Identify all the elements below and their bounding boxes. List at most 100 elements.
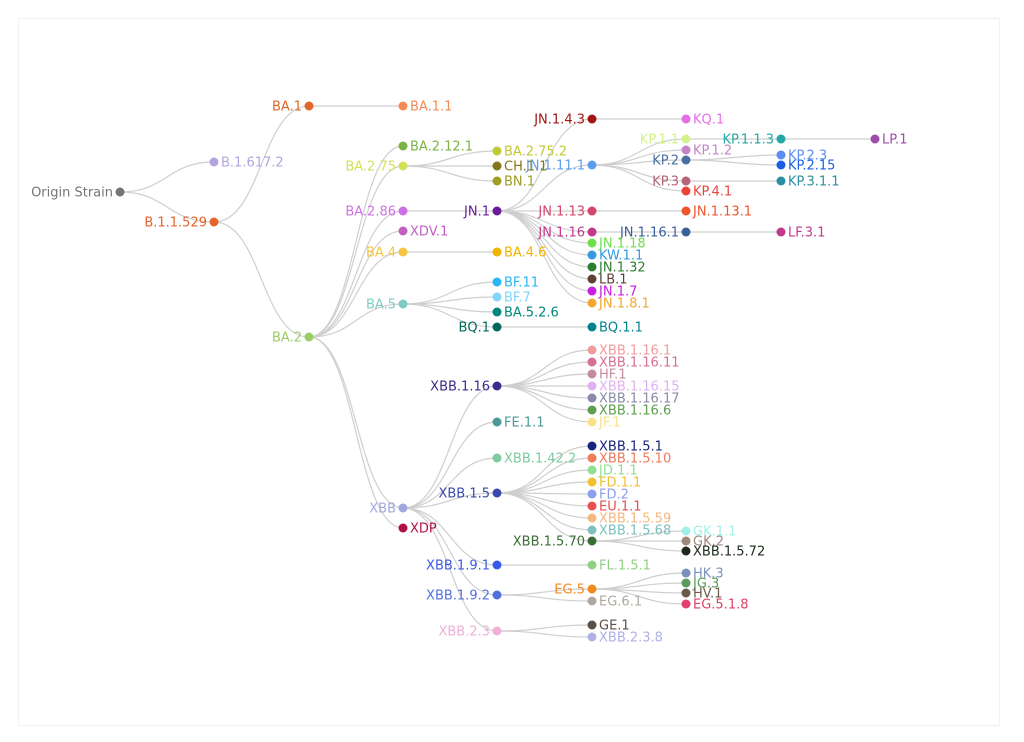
node-bf-11[interactable]: BF.11 <box>492 276 539 291</box>
node-kp-1-1-3[interactable]: KP.1.1.3 <box>722 133 786 148</box>
node-ba-1-1[interactable]: BA.1.1 <box>398 100 453 115</box>
node-xbb-1-5-10[interactable]: XBB.1.5.10 <box>587 452 672 467</box>
node-b-1-617-2[interactable]: B.1.617.2 <box>209 156 284 171</box>
node-dot[interactable] <box>587 274 597 284</box>
node-dot[interactable] <box>492 161 502 171</box>
node-hk-3[interactable]: HK.3 <box>681 567 724 582</box>
node-dot[interactable] <box>587 298 597 308</box>
node-dot[interactable] <box>587 238 597 248</box>
node-xbb-1-5-59[interactable]: XBB.1.5.59 <box>587 512 672 527</box>
node-hf-1[interactable]: HF.1 <box>587 368 627 383</box>
node-dot[interactable] <box>681 134 691 144</box>
node-dot[interactable] <box>587 322 597 332</box>
node-ge-1[interactable]: GE.1 <box>587 619 630 634</box>
node-dot[interactable] <box>209 217 219 227</box>
node-gk-1-1[interactable]: GK.1.1 <box>681 525 737 540</box>
node-xbb-1-16[interactable]: XBB.1.16 <box>430 380 502 395</box>
node-dot[interactable] <box>681 227 691 237</box>
node-jn-1-13[interactable]: JN.1.13 <box>537 205 597 220</box>
node-dot[interactable] <box>776 176 786 186</box>
node-ba-4[interactable]: BA.4 <box>366 246 408 261</box>
node-dot[interactable] <box>492 417 502 427</box>
node-dot[interactable] <box>587 632 597 642</box>
node-dot[interactable] <box>681 176 691 186</box>
node-kw-1-1[interactable]: KW.1.1 <box>587 249 644 264</box>
node-jd-1-1[interactable]: JD.1.1 <box>587 464 638 479</box>
node-jn-1-4-3[interactable]: JN.1.4.3 <box>533 113 597 128</box>
node-dot[interactable] <box>492 277 502 287</box>
node-dot[interactable] <box>587 477 597 487</box>
node-ba-5-2-6[interactable]: BA.5.2.6 <box>492 306 559 321</box>
node-dot[interactable] <box>587 417 597 427</box>
node-jf-1[interactable]: JF.1 <box>587 416 621 431</box>
node-dot[interactable] <box>492 146 502 156</box>
node-dot[interactable] <box>587 393 597 403</box>
node-dot[interactable] <box>587 286 597 296</box>
node-kp-4-1[interactable]: KP.4.1 <box>681 185 733 200</box>
node-dot[interactable] <box>587 227 597 237</box>
node-dot[interactable] <box>587 114 597 124</box>
node-kp-3[interactable]: KP.3 <box>652 175 691 190</box>
node-eg-5[interactable]: EG.5 <box>554 583 597 598</box>
node-fl-1-5-1[interactable]: FL.1.5.1 <box>587 559 651 574</box>
node-dot[interactable] <box>587 160 597 170</box>
node-fe-1-1[interactable]: FE.1.1 <box>492 416 545 431</box>
node-dot[interactable] <box>587 441 597 451</box>
node-jn-1-16-1[interactable]: JN.1.16.1 <box>619 226 691 241</box>
node-dot[interactable] <box>587 501 597 511</box>
node-xdv-1[interactable]: XDV.1 <box>398 225 449 240</box>
node-xbb-2-3[interactable]: XBB.2.3 <box>438 625 502 640</box>
node-jn-1-18[interactable]: JN.1.18 <box>587 237 646 252</box>
node-kp-2-3[interactable]: KP.2.3 <box>776 149 828 164</box>
node-dot[interactable] <box>681 568 691 578</box>
node-ba-2-86[interactable]: BA.2.86 <box>345 205 408 220</box>
node-bq-1-1[interactable]: BQ.1.1 <box>587 321 643 336</box>
node-dot[interactable] <box>587 596 597 606</box>
node-xbb-1-16-15[interactable]: XBB.1.16.15 <box>587 380 680 395</box>
node-xbb-1-9-2[interactable]: XBB.1.9.2 <box>426 589 502 604</box>
node-dot[interactable] <box>492 560 502 570</box>
node-dot[interactable] <box>398 523 408 533</box>
node-dot[interactable] <box>776 150 786 160</box>
node-lp-1[interactable]: LP.1 <box>870 133 908 148</box>
node-kp-1-2[interactable]: KP.1.2 <box>681 144 733 159</box>
node-dot[interactable] <box>870 134 880 144</box>
node-ba-2[interactable]: BA.2 <box>272 331 314 346</box>
node-xbb-2-3-8[interactable]: XBB.2.3.8 <box>587 631 663 646</box>
node-dot[interactable] <box>681 206 691 216</box>
node-dot[interactable] <box>587 489 597 499</box>
node-dot[interactable] <box>492 292 502 302</box>
node-fd-2[interactable]: FD.2 <box>587 488 629 503</box>
node-kq-1[interactable]: KQ.1 <box>681 113 725 128</box>
node-dot[interactable] <box>492 307 502 317</box>
node-dot[interactable] <box>398 226 408 236</box>
node-dot[interactable] <box>492 381 502 391</box>
node-xbb-1-16-11[interactable]: XBB.1.16.11 <box>587 356 680 371</box>
node-bq-1[interactable]: BQ.1 <box>458 321 502 336</box>
node-dot[interactable] <box>587 250 597 260</box>
node-dot[interactable] <box>681 526 691 536</box>
node-xbb[interactable]: XBB <box>369 502 408 517</box>
node-dot[interactable] <box>492 488 502 498</box>
node-lf-3-1[interactable]: LF.3.1 <box>776 226 826 241</box>
node-dot[interactable] <box>776 134 786 144</box>
node-dot[interactable] <box>492 322 502 332</box>
node-dot[interactable] <box>587 465 597 475</box>
node-ba-5[interactable]: BA.5 <box>366 298 408 313</box>
node-dot[interactable] <box>587 369 597 379</box>
node-kp-2[interactable]: KP.2 <box>652 154 691 169</box>
node-dot[interactable] <box>587 357 597 367</box>
node-dot[interactable] <box>492 626 502 636</box>
node-dot[interactable] <box>398 101 408 111</box>
node-xbb-1-42-2[interactable]: XBB.1.42.2 <box>492 452 577 467</box>
node-jn-1-13-1[interactable]: JN.1.13.1 <box>681 205 753 220</box>
node-dot[interactable] <box>492 176 502 186</box>
node-dot[interactable] <box>304 332 314 342</box>
node-fd-1-1[interactable]: FD.1.1 <box>587 476 642 491</box>
node-jn-1-16[interactable]: JN.1.16 <box>537 226 597 241</box>
node-kp-3-1-1[interactable]: KP.3.1.1 <box>776 175 840 190</box>
node-eg-5-1-8[interactable]: EG.5.1.8 <box>681 598 749 613</box>
node-dot[interactable] <box>587 560 597 570</box>
node-dot[interactable] <box>398 299 408 309</box>
node-eu-1-1[interactable]: EU.1.1 <box>587 500 642 515</box>
